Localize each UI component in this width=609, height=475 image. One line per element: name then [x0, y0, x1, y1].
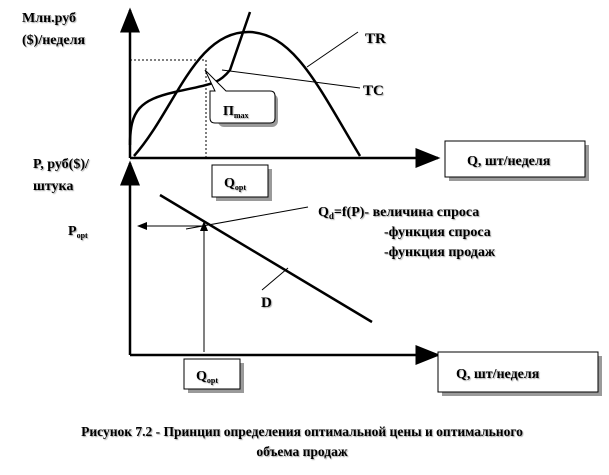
- tr-curve: [133, 30, 362, 157]
- profit-max-box: [204, 69, 276, 124]
- qopt-top-box: [211, 164, 269, 198]
- popt-label: Popt: [68, 224, 88, 240]
- tr-pointer-line: [306, 31, 359, 68]
- tc-label: TC: [363, 83, 384, 99]
- qopt-top-label: Qopt: [224, 176, 246, 192]
- tc-curve: [128, 11, 252, 146]
- top-y-axis-label-line1: Млн.руб: [22, 11, 76, 26]
- demand-note-line3: -функция продаж: [384, 245, 496, 260]
- demand-line: [159, 193, 373, 324]
- tc-pointer-line: [221, 69, 361, 89]
- top-y-axis-label-line2: ($)/неделя: [22, 33, 85, 48]
- caption-line1: Рисунок 7.2 - Принцип определения оптима…: [81, 424, 523, 439]
- d-label: D: [261, 295, 272, 311]
- demand-note-line2: -функция спроса: [384, 225, 491, 240]
- qopt-bottom-label: Qopt: [196, 369, 218, 385]
- caption-line2: объема продаж: [256, 444, 347, 459]
- demand-note-line1: Qd=f(P)- величина спроса: [318, 205, 479, 221]
- top-x-axis-label: Q, шт/неделя: [467, 154, 551, 169]
- tr-label: TR: [365, 31, 386, 47]
- qopt-bottom-box: [183, 358, 241, 390]
- d-pointer-line: [261, 267, 289, 291]
- bottom-y-axis-label-line2: штука: [33, 179, 73, 194]
- bottom-x-axis-label-box: [437, 351, 599, 393]
- bottom-x-axis-label: Q, шт/неделя: [456, 367, 540, 382]
- bottom-y-axis-label-line1: P, руб($)/: [33, 157, 90, 172]
- profit-max-label: Пmax: [223, 104, 249, 120]
- top-x-axis-label-box: [444, 140, 586, 178]
